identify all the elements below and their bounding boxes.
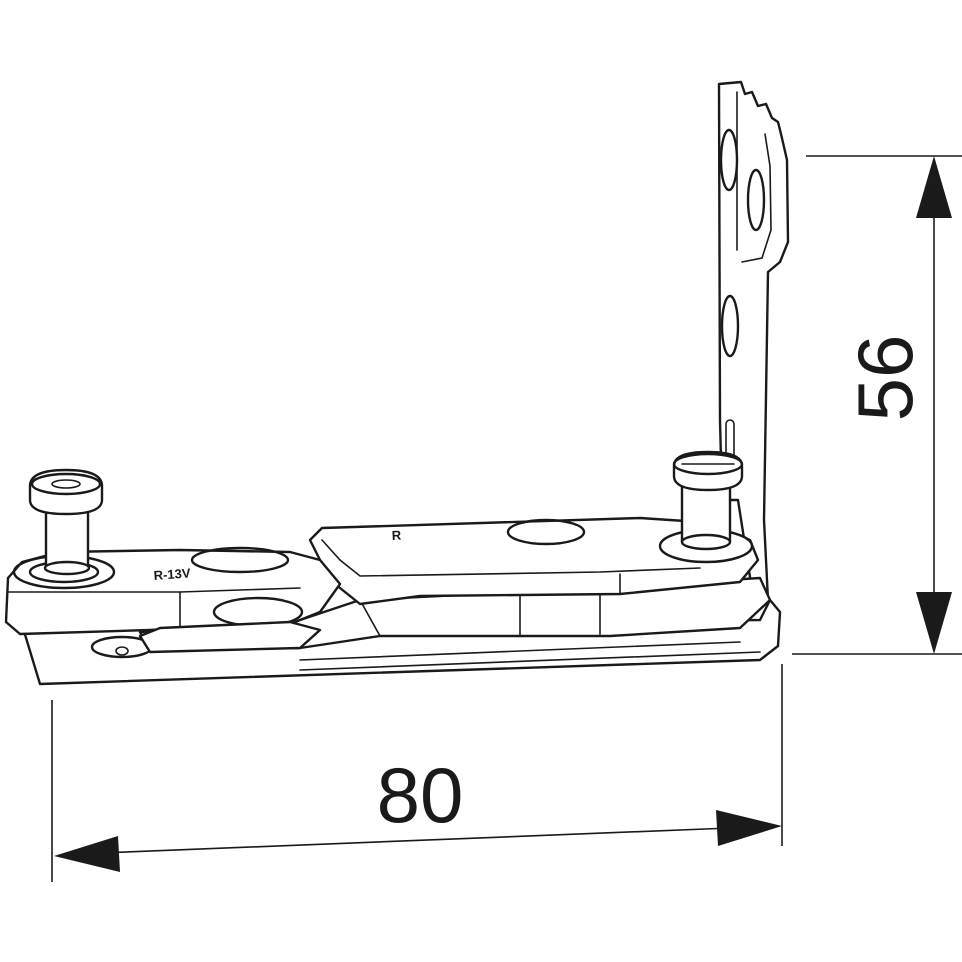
arrowhead-down [916, 592, 952, 654]
left-arm: R-13V [4, 546, 342, 654]
width-label: 80 [377, 751, 464, 839]
screw-hole-2 [746, 168, 766, 232]
screw-hole-3 [720, 294, 740, 358]
right-pin [658, 450, 754, 564]
right-arm: R [308, 516, 760, 606]
height-label: 56 [841, 335, 929, 422]
base-plate [18, 598, 782, 686]
marking-r: R [391, 527, 402, 543]
marking-r-13v: R-13V [153, 565, 191, 583]
arrowhead-right [716, 810, 782, 846]
height-dimension: 56 [792, 155, 962, 655]
arrowhead-left [54, 836, 120, 872]
arrowhead-up [916, 156, 952, 218]
left-pin [28, 468, 104, 576]
dimension-line-horizontal [99, 827, 731, 854]
width-dimension: 80 [51, 664, 783, 882]
